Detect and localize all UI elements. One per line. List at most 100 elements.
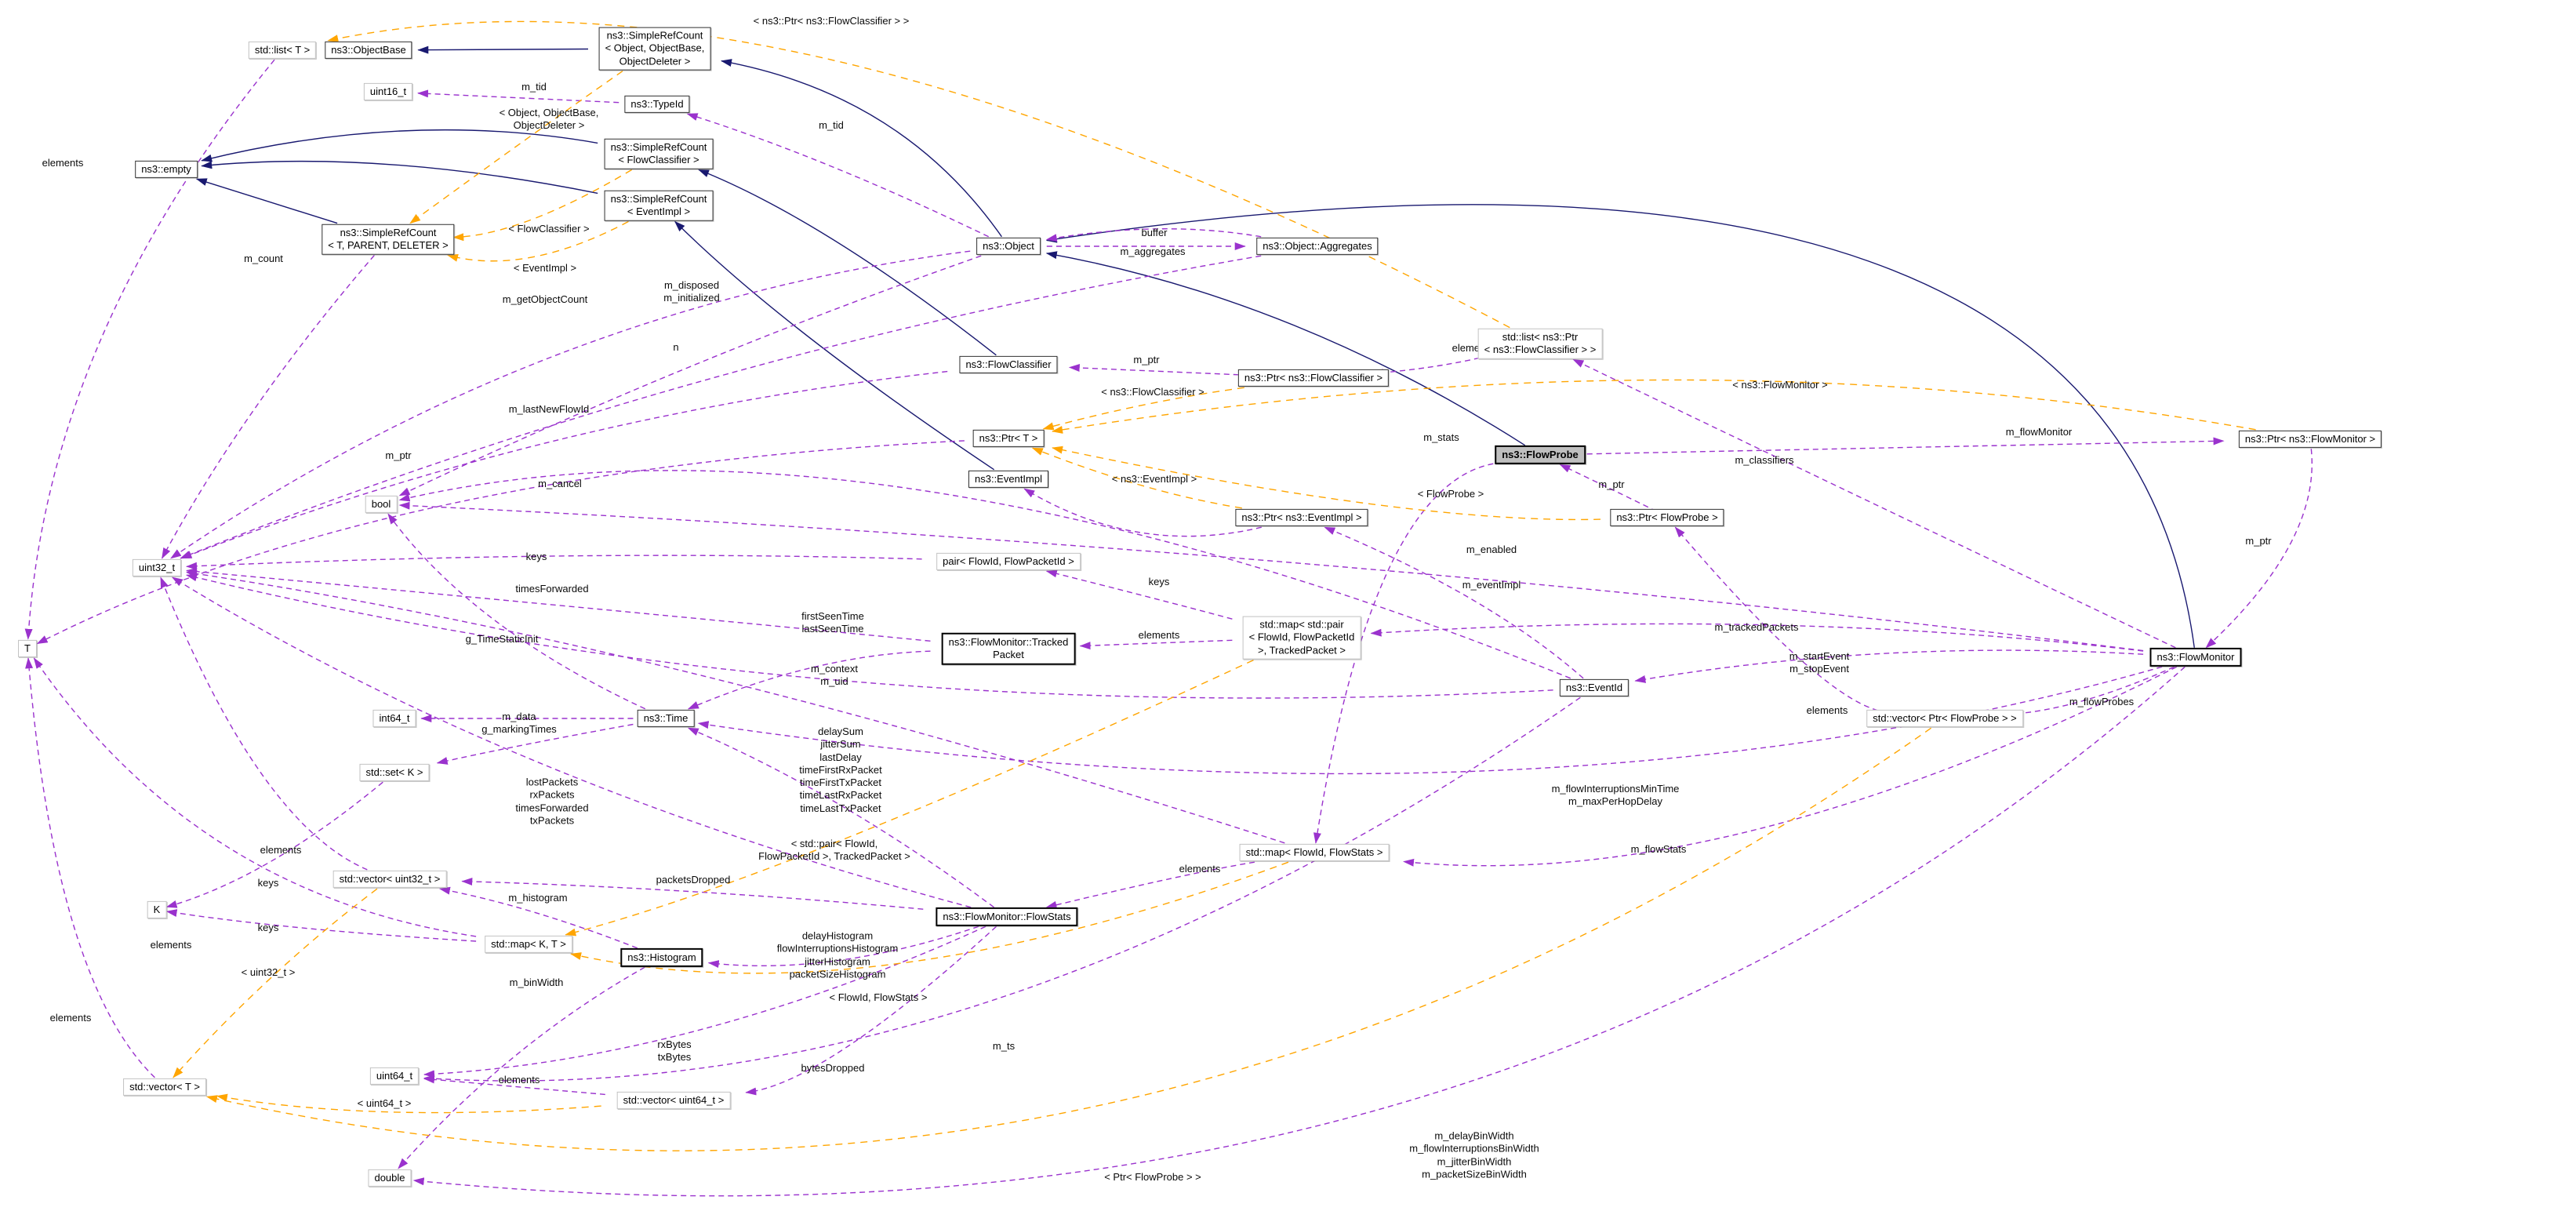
class-node-k: K xyxy=(147,900,167,919)
class-node-ns3-ptr-ns3-eventimpl[interactable]: ns3::Ptr< ns3::EventImpl > xyxy=(1235,508,1368,527)
class-node-uint16-t: uint16_t xyxy=(363,82,413,101)
edge-label: rxBytes txBytes xyxy=(657,1038,692,1063)
class-node-ns3-objectbase[interactable]: ns3::ObjectBase xyxy=(325,41,412,60)
edge-label: bytesDropped xyxy=(801,1061,865,1074)
class-node-int64-t: int64_t xyxy=(372,709,416,728)
edge-label: < FlowId, FlowStats > xyxy=(829,991,928,1003)
inheritance-edge xyxy=(721,59,1002,238)
inheritance-edge xyxy=(417,45,589,54)
usage-edge xyxy=(180,370,948,559)
class-node-ns3-flowclassifier[interactable]: ns3::FlowClassifier xyxy=(959,355,1058,374)
class-node-ns3-flowmonitor-tracked-packet[interactable]: ns3::FlowMonitor::Tracked Packet xyxy=(941,632,1076,665)
edge-label: m_trackedPackets xyxy=(1714,620,1799,633)
class-node-ns3-time[interactable]: ns3::Time xyxy=(637,709,695,728)
class-node-std-list-t: std::list< T > xyxy=(248,41,317,60)
usage-edge xyxy=(1045,228,1262,242)
usage-edge xyxy=(25,657,155,1078)
usage-edge xyxy=(186,555,922,570)
usage-edge xyxy=(686,113,990,238)
usage-edge xyxy=(423,696,1581,1083)
class-node-ns3-ptr-ns3-flowclassifier[interactable]: ns3::Ptr< ns3::FlowClassifier > xyxy=(1237,369,1390,387)
edge-label: < ns3::EventImpl > xyxy=(1111,472,1197,485)
class-node-ns3-flowmonitor-flowstats[interactable]: ns3::FlowMonitor::FlowStats xyxy=(936,907,1078,927)
template-edge xyxy=(1042,387,1244,431)
edge-label: timesForwarded xyxy=(515,582,589,595)
usage-edge xyxy=(687,727,995,908)
edge-label: m_data g_markingTimes xyxy=(481,710,557,735)
template-edge xyxy=(1052,446,1601,521)
edge-label: m_count xyxy=(244,252,283,264)
class-node-ns3-eventimpl[interactable]: ns3::EventImpl xyxy=(968,470,1048,489)
edge-label: buffer xyxy=(1141,226,1168,238)
inheritance-edge xyxy=(1045,251,1526,446)
usage-edge xyxy=(1634,649,2144,683)
class-node-ns3-ptr-flowprobe[interactable]: ns3::Ptr< FlowProbe > xyxy=(1610,508,1724,527)
usage-edge xyxy=(1370,623,2144,652)
class-node-ns3-eventid[interactable]: ns3::EventId xyxy=(1559,678,1630,697)
class-node-std-vector-uint64-t: std::vector< uint64_t > xyxy=(616,1091,731,1110)
edge-label: elements xyxy=(498,1073,540,1086)
edge-label: m_flowProbes xyxy=(2069,695,2135,707)
class-node-std-vector-uint32-t: std::vector< uint32_t > xyxy=(332,870,447,889)
class-node-ns3-simplerefcount-t-parent-deleter[interactable]: ns3::SimpleRefCount < T, PARENT, DELETER… xyxy=(322,224,455,255)
class-node-ns3-simplerefcount-flowclassifier[interactable]: ns3::SimpleRefCount < FlowClassifier > xyxy=(604,138,714,169)
class-node-ns3-flowprobe[interactable]: ns3::FlowProbe xyxy=(1495,445,1586,465)
edge-label: delaySum jitterSum lastDelay timeFirstRx… xyxy=(799,726,882,814)
class-node-uint64-t: uint64_t xyxy=(369,1067,420,1086)
usage-edge xyxy=(36,440,965,645)
inheritance-edge xyxy=(201,160,598,195)
usage-edge xyxy=(1674,526,1887,713)
edge-label: m_ptr xyxy=(1133,353,1160,366)
class-node-ns3-object[interactable]: ns3::Object xyxy=(976,237,1041,256)
edge-label: m_flowInterruptionsMinTime m_maxPerHopDe… xyxy=(1551,782,1680,807)
class-node-uint32-t: uint32_t xyxy=(132,558,182,577)
usage-edge xyxy=(423,1075,605,1096)
usage-edge xyxy=(165,909,477,942)
class-node-ns3-flowmonitor[interactable]: ns3::FlowMonitor xyxy=(2149,647,2242,667)
class-node-ns3-typeid[interactable]: ns3::TypeId xyxy=(624,95,690,114)
edge-label: keys xyxy=(257,921,279,933)
class-node-ns3-simplerefcount-object-objectbase-objectdeleter[interactable]: ns3::SimpleRefCount < Object, ObjectBase… xyxy=(598,27,711,71)
edge-label: < ns3::Ptr< ns3::FlowClassifier > > xyxy=(753,14,910,27)
edge-label: m_cancel xyxy=(538,477,582,489)
usage-edge xyxy=(1586,437,2225,455)
edge-label: < FlowClassifier > xyxy=(508,222,590,235)
class-node-ns3-ptr-ns3-flowmonitor[interactable]: ns3::Ptr< ns3::FlowMonitor > xyxy=(2238,430,2382,449)
template-edge xyxy=(1031,447,1242,509)
template-edge xyxy=(327,20,1510,329)
edge-label: m_enabled xyxy=(1466,543,1517,555)
edge-label: < Ptr< FlowProbe > > xyxy=(1104,1170,1201,1183)
edge-label: < std::pair< FlowId, FlowPacketId >, Tra… xyxy=(758,837,910,862)
usage-edge xyxy=(1324,526,1584,679)
edge-label: < uint64_t > xyxy=(357,1097,412,1109)
edge-label: delayHistogram flowInterruptionsHistogra… xyxy=(776,929,899,980)
edge-label: < ns3::FlowClassifier > xyxy=(1101,385,1204,398)
inheritance-edge xyxy=(674,220,995,471)
template-edge xyxy=(1052,379,2256,434)
class-node-std-map-flowid-flowstats: std::map< FlowId, FlowStats > xyxy=(1239,843,1390,862)
class-node-ns3-histogram[interactable]: ns3::Histogram xyxy=(620,947,703,968)
edge-label: m_flowMonitor xyxy=(2005,425,2073,438)
edge-label: n xyxy=(673,340,679,353)
class-node-ns3-simplerefcount-eventimpl[interactable]: ns3::SimpleRefCount < EventImpl > xyxy=(604,190,714,221)
class-node-ns3-empty[interactable]: ns3::empty xyxy=(135,160,198,179)
usage-edge xyxy=(1023,488,1262,537)
template-edge xyxy=(452,169,633,242)
class-node-std-map-std-pair-flowid-flowpacketid-trackedpacket: std::map< std::pair < FlowId, FlowPacket… xyxy=(1242,616,1361,660)
usage-edge xyxy=(387,513,646,710)
class-node-ns3-ptr-t[interactable]: ns3::Ptr< T > xyxy=(972,429,1045,448)
inheritance-edge xyxy=(195,178,338,224)
edge-label: elements xyxy=(1179,862,1221,875)
edge-label: m_stats xyxy=(1423,431,1459,443)
edge-label: m_lastNewFlowId xyxy=(508,402,590,415)
usage-edge xyxy=(398,255,982,496)
class-node-std-set-k: std::set< K > xyxy=(359,763,430,782)
usage-edge xyxy=(1079,639,1233,650)
usage-edge xyxy=(2205,449,2313,649)
inheritance-edge xyxy=(698,169,997,356)
usage-edge xyxy=(1403,666,2178,867)
edge-label: m_ptr xyxy=(2245,534,2272,547)
class-node-ns3-object-aggregates[interactable]: ns3::Object::Aggregates xyxy=(1256,237,1379,256)
usage-edge xyxy=(398,470,1571,679)
